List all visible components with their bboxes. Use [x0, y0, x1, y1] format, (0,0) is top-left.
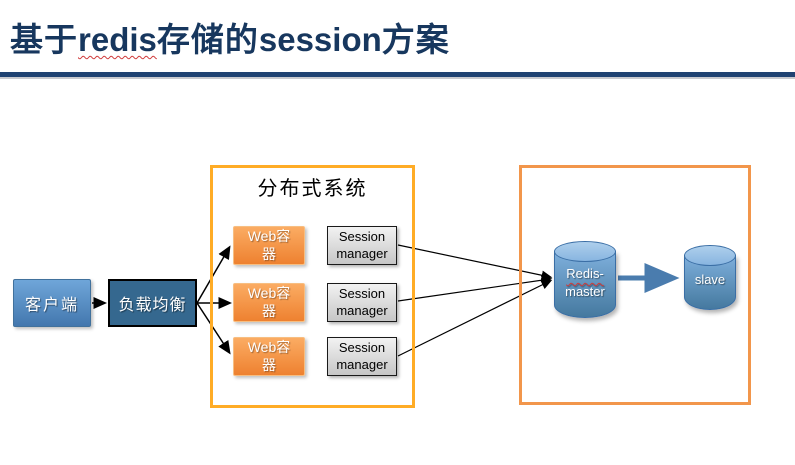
redis-master-label: Redis- master: [554, 265, 616, 300]
page-title: 基于redis存储的session方案: [10, 13, 450, 61]
web-container-label-2: Web容器: [247, 285, 291, 319]
session-manager-label-1: Session manager: [336, 228, 388, 261]
distributed-system-label: 分布式系统: [257, 178, 368, 200]
title-text-part1: 基于: [10, 23, 78, 59]
redis-slave-database: slave: [684, 245, 736, 310]
arrow-lb-to-web3: [196, 302, 231, 355]
arrow-lb-to-web1: [196, 245, 231, 304]
redis-master-cylinder-top: [554, 241, 616, 262]
redis-master-label-line2: master: [565, 283, 605, 299]
distributed-system-group: [210, 165, 415, 408]
redis-master-label-line1: Redis-: [566, 266, 604, 281]
title-keyword-redis: redis: [78, 21, 157, 58]
web-container-node-1: Web容器: [233, 226, 305, 265]
redis-master-cylinder-body: [554, 251, 616, 318]
redis-cluster-group: [519, 165, 751, 405]
session-manager-label-2: Session manager: [336, 285, 388, 318]
web-container-label-1: Web容器: [247, 228, 291, 262]
title-divider-shadow: [0, 77, 795, 79]
arrow-session1-to-master: [397, 244, 553, 280]
client-label: 客户端: [24, 297, 79, 314]
session-manager-label-3: Session manager: [336, 339, 388, 372]
title-keyword-session: session: [258, 21, 382, 58]
redis-slave-label: slave: [694, 272, 726, 287]
title-text-part2: 存储的: [156, 23, 259, 59]
load-balancer-node: 负载均衡: [108, 279, 197, 327]
arrow-session2-to-master: [397, 275, 553, 302]
web-container-node-2: Web容器: [233, 283, 305, 322]
redis-slave-cylinder-top: [684, 245, 736, 266]
load-balancer-label: 负载均衡: [118, 297, 187, 314]
session-manager-node-2: Session manager: [327, 283, 397, 322]
title-divider-line: [0, 72, 795, 77]
redis-master-database: Redis- master: [554, 241, 616, 318]
session-manager-node-1: Session manager: [327, 226, 397, 265]
session-manager-node-3: Session manager: [327, 337, 397, 376]
web-container-label-3: Web容器: [247, 339, 291, 373]
title-text-part3: 方案: [381, 23, 450, 59]
arrow-session3-to-master: [397, 279, 553, 357]
client-node: 客户端: [13, 279, 91, 327]
web-container-node-3: Web容器: [233, 337, 305, 376]
